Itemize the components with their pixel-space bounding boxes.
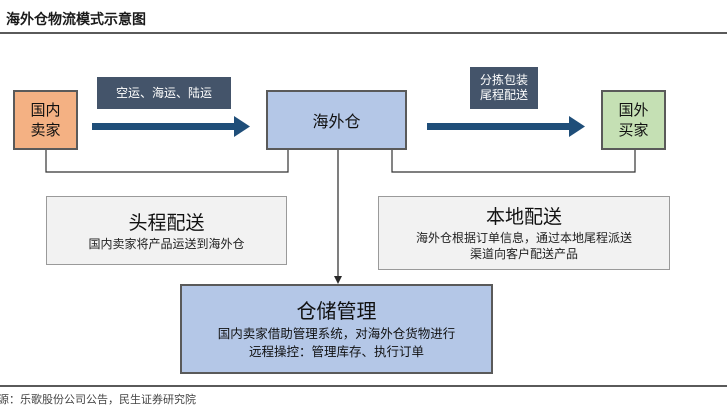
first-mile-heading: 头程配送 — [128, 211, 205, 234]
overseas-warehouse-label: 海外仓 — [312, 112, 361, 131]
transport-mode-tag: 空运、海运、陆运 — [97, 77, 231, 109]
local-delivery-desc-line1: 海外仓根据订单信息，通过本地尾程派送 — [415, 231, 632, 245]
first-mile-bracket — [45, 150, 289, 173]
transport-arrow — [92, 116, 250, 137]
page-title: 海外仓物流模式示意图 — [6, 12, 146, 28]
overseas-buyer-line1: 国外 — [618, 101, 649, 119]
bottom-divider — [0, 385, 727, 387]
warehouse-management-desc-line2: 远程操控：管理库存、执行订单 — [248, 344, 424, 359]
first-mile-panel: 头程配送 国内卖家将产品运送到海外仓 — [46, 196, 287, 265]
domestic-seller-line1: 国内 — [30, 101, 61, 119]
domestic-seller-node: 国内 卖家 — [13, 90, 78, 150]
domestic-seller-line2: 卖家 — [30, 121, 61, 139]
source-note: 源：乐歌股份公司公告，民生证券研究院 — [0, 393, 196, 406]
sorting-tag-line2: 尾程配送 — [479, 88, 528, 102]
first-mile-desc: 国内卖家将产品运送到海外仓 — [88, 236, 245, 251]
overseas-warehouse-node: 海外仓 — [266, 90, 407, 150]
local-delivery-panel: 本地配送 海外仓根据订单信息，通过本地尾程派送 渠道向客户配送产品 — [378, 196, 670, 270]
sorting-delivery-tag: 分拣包装 尾程配送 — [470, 67, 538, 109]
local-delivery-heading: 本地配送 — [485, 206, 562, 228]
local-delivery-desc-line2: 渠道向客户配送产品 — [469, 247, 578, 261]
top-divider — [0, 32, 727, 34]
delivery-arrow — [427, 116, 585, 137]
overseas-buyer-node: 国外 买家 — [601, 90, 666, 150]
warehouse-management-panel: 仓储管理 国内卖家借助管理系统，对海外仓货物进行 远程操控：管理库存、执行订单 — [180, 284, 493, 374]
warehouse-management-desc-line1: 国内卖家借助管理系统，对海外仓货物进行 — [217, 326, 456, 341]
warehouse-management-heading: 仓储管理 — [296, 299, 377, 323]
overseas-buyer-line2: 买家 — [618, 121, 649, 139]
sorting-tag-line1: 分拣包装 — [479, 73, 528, 87]
local-delivery-bracket — [391, 150, 636, 173]
